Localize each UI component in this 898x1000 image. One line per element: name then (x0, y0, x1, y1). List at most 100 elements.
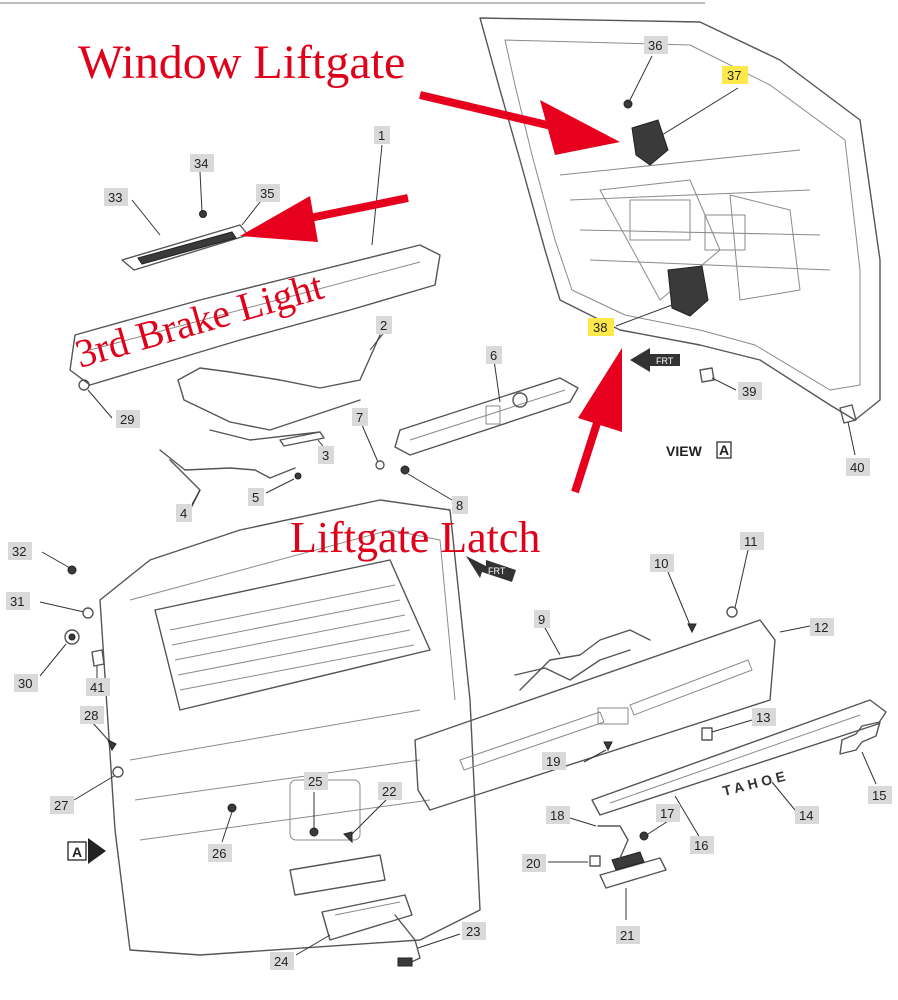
callout-19: 19 (542, 752, 566, 770)
callout-number: 12 (814, 620, 828, 635)
callout-18: 18 (546, 806, 570, 824)
callout-number: 22 (382, 784, 396, 799)
part-24-license-lamp (295, 894, 413, 956)
frt-indicator-mid: FRT (466, 556, 516, 582)
callout-32: 32 (8, 542, 32, 560)
callout-16: 16 (690, 836, 714, 854)
callout-6: 6 (486, 346, 502, 364)
callout-labels: 1 2 3 4 5 6 7 8 9 10 11 12 13 14 15 16 1… (6, 36, 892, 970)
part-37-window-latch (631, 87, 739, 166)
part-12-applique (414, 619, 811, 811)
part-6-garnish (394, 359, 579, 456)
part-41-bumper (91, 649, 105, 678)
callout-number: 14 (799, 808, 813, 823)
callout-35: 35 (256, 184, 280, 202)
part-5-clip (265, 472, 302, 494)
callout-number: 19 (546, 754, 560, 769)
callout-number: 31 (10, 594, 24, 609)
callout-number: 32 (12, 544, 26, 559)
callout-25: 25 (304, 772, 328, 790)
liftgate-latch-annotation: Liftgate Latch (290, 513, 540, 562)
callout-22: 22 (378, 782, 402, 800)
part-20-nut (548, 855, 601, 867)
frt-label-mid: FRT (488, 566, 506, 576)
view-label-text: VIEW (666, 443, 703, 459)
callout-29: 29 (116, 410, 140, 428)
part-34-screw (199, 171, 207, 218)
callout-12: 12 (810, 618, 834, 636)
callout-39: 39 (738, 382, 762, 400)
view-marker-letter: A (72, 844, 82, 860)
callout-number: 7 (356, 410, 363, 425)
part-32-nut (41, 551, 77, 575)
callout-number: 38 (593, 320, 607, 335)
part-21-handle-switch (599, 851, 667, 920)
part-10-clip (667, 571, 697, 634)
part-14-emblem: TAHOE (721, 767, 796, 811)
callout-14: 14 (795, 806, 819, 824)
part-4-wiring-harness (159, 449, 296, 511)
callout-number: 23 (466, 924, 480, 939)
callout-number: 37 (727, 68, 741, 83)
view-a-marker: A (67, 838, 106, 864)
callout-34: 34 (190, 154, 214, 172)
part-33-brake-light (121, 199, 261, 271)
part-11-nut (726, 549, 749, 618)
callout-1: 1 (374, 126, 390, 144)
callout-number: 9 (538, 612, 545, 627)
callout-11: 11 (740, 532, 764, 550)
part-26-bolt (221, 803, 237, 843)
callout-26: 26 (208, 844, 232, 862)
part-30-grommet (39, 629, 80, 677)
callout-40: 40 (846, 458, 870, 476)
part-1-spoiler (69, 144, 441, 386)
callout-number: 25 (308, 774, 322, 789)
callout-number: 11 (744, 534, 758, 549)
callout-number: 21 (620, 928, 634, 943)
callout-4: 4 (176, 504, 192, 522)
callout-15: 15 (868, 786, 892, 804)
callout-number: 27 (54, 798, 68, 813)
part-40-bumper (839, 404, 857, 456)
callout-23: 23 (462, 922, 486, 940)
callout-13: 13 (752, 708, 776, 726)
callout-number: 8 (456, 498, 463, 513)
part-7-grommet (361, 424, 385, 470)
callout-24: 24 (270, 952, 294, 970)
part-19-clip (583, 741, 613, 763)
callout-9: 9 (534, 610, 550, 628)
callout-21: 21 (616, 926, 640, 944)
callout-number: 10 (654, 556, 668, 571)
callout-30: 30 (14, 674, 38, 692)
callout-28: 28 (80, 706, 104, 724)
view-a-label: VIEW A (666, 441, 732, 459)
frt-label: FRT (656, 356, 674, 366)
callout-20: 20 (522, 854, 546, 872)
callout-number: 33 (108, 190, 122, 205)
annotation-arrows (240, 91, 622, 494)
callout-33: 33 (104, 188, 128, 206)
brake-light-annotation: 3rd Brake Light (70, 263, 328, 377)
callout-number: 4 (180, 506, 187, 521)
callout-number: 15 (872, 788, 886, 803)
view-letter: A (719, 442, 729, 458)
part-29-nut (78, 379, 113, 419)
callout-number: 40 (850, 460, 864, 475)
part-31-nut (39, 601, 94, 619)
part-27-plug (73, 766, 124, 801)
callout-number: 26 (212, 846, 226, 861)
callout-number: 6 (490, 348, 497, 363)
callout-10: 10 (650, 554, 674, 572)
callout-number: 2 (380, 318, 387, 333)
callout-number: 24 (274, 954, 288, 969)
part-8-clip (400, 465, 453, 501)
callout-number: 35 (260, 186, 274, 201)
callout-number: 1 (378, 128, 385, 143)
callout-number: 17 (660, 806, 674, 821)
callout-number: 36 (648, 38, 662, 53)
part-25-bolt (309, 792, 319, 837)
part-15-bowtie-emblem (839, 721, 881, 785)
callout-number: 18 (550, 808, 564, 823)
